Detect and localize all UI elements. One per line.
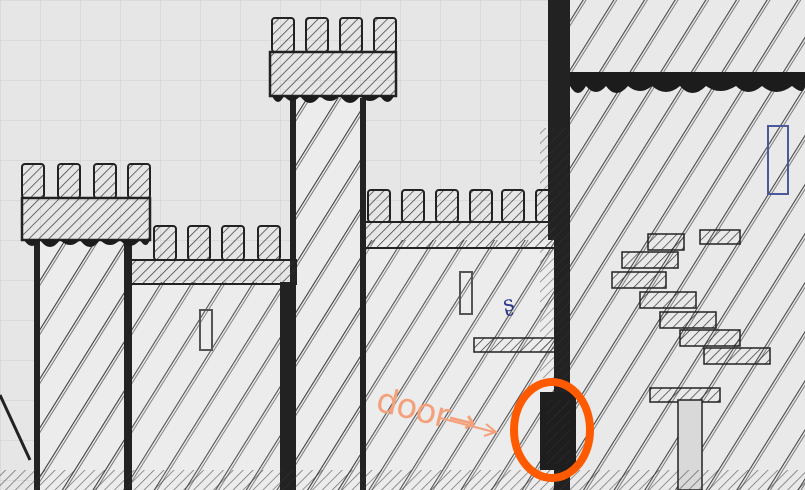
ground <box>0 470 805 490</box>
door-highlight-marker <box>510 378 594 482</box>
door-panel <box>546 400 570 464</box>
center-window <box>459 271 473 315</box>
arrow-icon <box>439 417 495 433</box>
left-window <box>199 309 213 351</box>
right-window <box>767 125 789 195</box>
center-wall <box>363 128 570 490</box>
staircase[interactable] <box>611 229 771 490</box>
middle-left-wall <box>127 225 297 490</box>
left-tower <box>0 163 152 490</box>
arrow-head-icon <box>483 423 499 437</box>
